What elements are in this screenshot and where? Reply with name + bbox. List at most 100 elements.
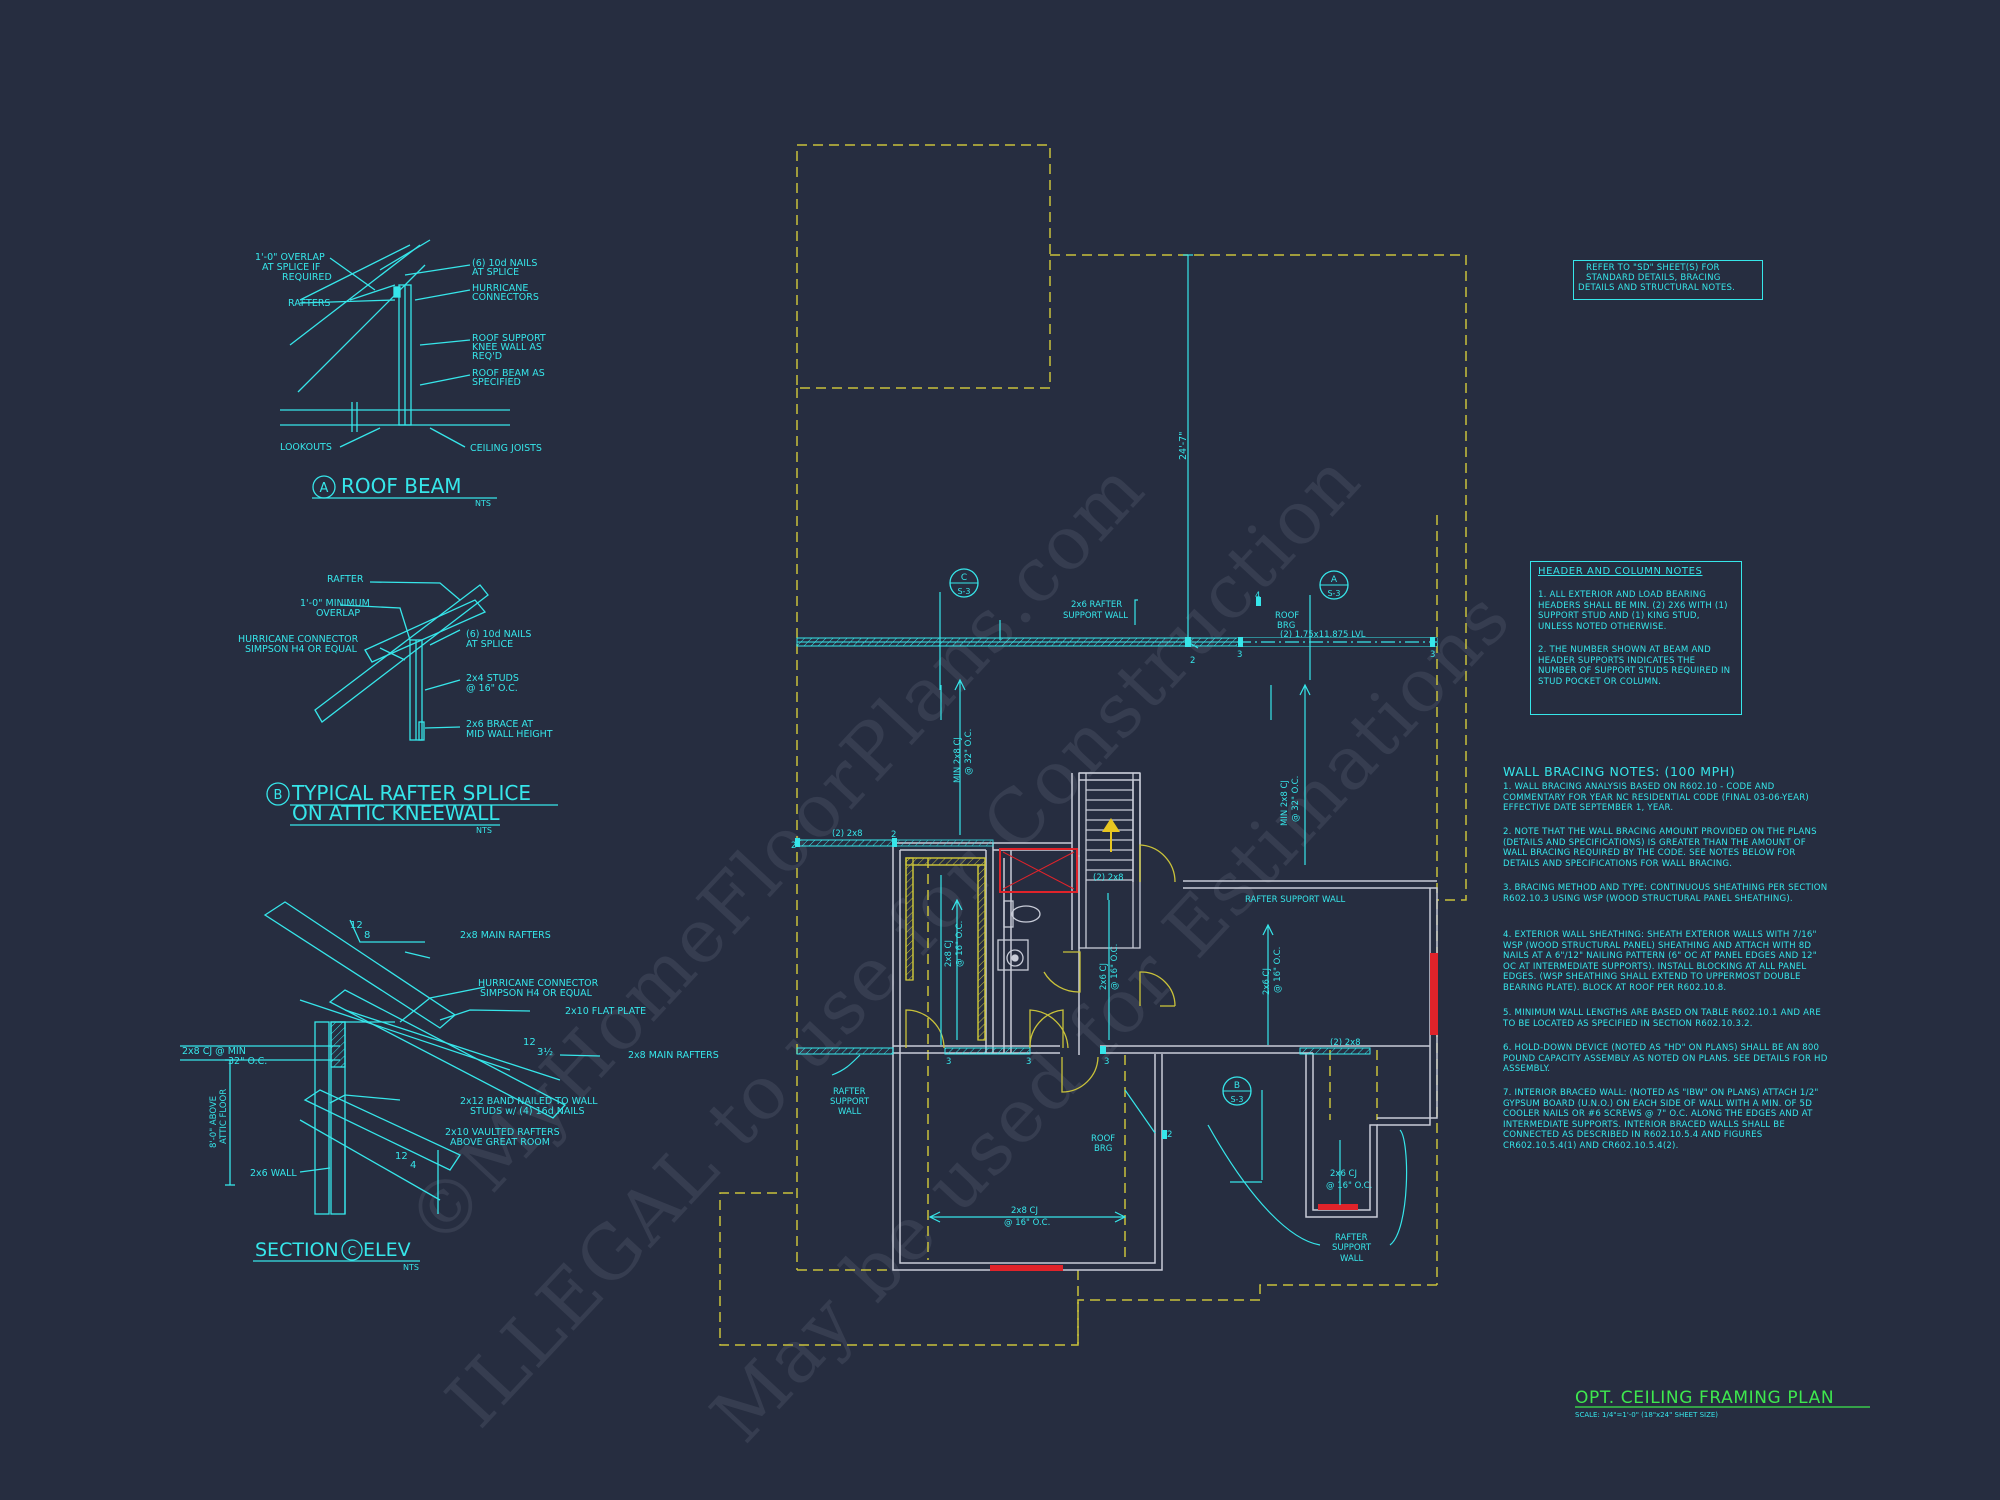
- label-nails-2: AT SPLICE: [472, 267, 519, 278]
- bracing-notes-title: WALL BRACING NOTES: (100 MPH): [1503, 764, 1736, 779]
- rafter-support-left-3: WALL: [838, 1107, 861, 1117]
- shower-icon: [999, 848, 1078, 893]
- label-c-cj-2: 32" O.C.: [228, 1056, 267, 1067]
- detail-b-title: B TYPICAL RAFTER SPLICE ON ATTIC KNEEWAL…: [266, 781, 558, 835]
- label-b-studs-2: @ 16" O.C.: [466, 683, 518, 694]
- cj-bottom-1: 2x8 CJ: [1011, 1206, 1038, 1216]
- cj-mid-2: @ 16" O.C.: [1273, 947, 1283, 993]
- hold-downs: [990, 953, 1438, 1271]
- cj-stair-2: @ 16" O.C.: [1110, 944, 1120, 990]
- label-ceiling-joists: CEILING JOISTS: [470, 443, 542, 454]
- label-beam-1: ROOF BEAM AS: [472, 368, 545, 379]
- callout-a: A S-3: [1309, 570, 1349, 680]
- cj-min-right-2: @ 32" O.C.: [1291, 776, 1301, 822]
- label-b-overlap-2: OVERLAP: [316, 608, 360, 619]
- roof-brg-2: BRG: [1277, 621, 1295, 631]
- bracing-note-4: 4. EXTERIOR WALL SHEATHING: SHEATH EXTER…: [1503, 930, 1817, 993]
- label-c-pitch-low-2: 4: [410, 1160, 416, 1171]
- callout-a-letter: A: [1331, 575, 1338, 585]
- label-b-brace-1: 2x6 BRACE AT: [466, 719, 533, 730]
- stair-arrow-icon: [1102, 818, 1120, 852]
- doors: [905, 844, 1176, 1093]
- detail-c-scale: NTS: [403, 1263, 419, 1272]
- refer-note-3: DETAILS AND STRUCTURAL NOTES.: [1578, 283, 1736, 293]
- label-c-hurricane-2: SIMPSON H4 OR EQUAL: [480, 988, 593, 999]
- label-c-above-2: ATTIC FLOOR: [219, 1089, 229, 1144]
- beam-label-2: SUPPORT WALL: [1063, 611, 1128, 621]
- detail-c-section: [180, 901, 601, 1215]
- label-c-pitch-low-1: 12: [395, 1151, 408, 1162]
- headers: [796, 839, 1371, 1055]
- label-overlap-3: REQUIRED: [282, 272, 332, 283]
- plan-labels: 24'-7" 2x6 RAFTER SUPPORT WALL (2) 1.75x…: [791, 431, 1435, 1264]
- label-lookouts: LOOKOUTS: [280, 442, 332, 453]
- sink-icon: [997, 939, 1029, 971]
- bracing-note-7: 7. INTERIOR BRACED WALL: (NOTED AS "IBW"…: [1503, 1088, 1819, 1151]
- header-left: (2) 2x8: [832, 829, 863, 839]
- rafter-support-bottom-1: RAFTER: [1335, 1233, 1368, 1243]
- callout-b-letter: B: [1234, 1081, 1240, 1091]
- cj-min-left-2: @ 32" O.C.: [964, 729, 974, 775]
- roof-outline-dashed: [719, 144, 1467, 1346]
- cj-bottom-2: @ 16" O.C.: [1004, 1218, 1050, 1228]
- walls: [892, 772, 1438, 1271]
- label-b-studs-1: 2x4 STUDS: [466, 673, 519, 684]
- label-knee-2: KNEE WALL AS: [472, 342, 542, 353]
- stud-count-8: 2: [1167, 1130, 1172, 1140]
- label-c-main-rafters-top: 2x8 MAIN RAFTERS: [460, 930, 551, 941]
- label-b-nails-2: AT SPLICE: [466, 639, 513, 650]
- label-b-nails-1: (6) 10d NAILS: [466, 629, 531, 640]
- label-c-wall: 2x6 WALL: [250, 1168, 297, 1179]
- cj-min-right-1: MIN 2x8 CJ: [1280, 780, 1290, 826]
- stud-count-9: 2: [791, 841, 796, 851]
- label-c-vaulted-1: 2x10 VAULTED RAFTERS: [445, 1127, 560, 1138]
- cj-closet-1: 2x8 CJ: [944, 940, 954, 967]
- detail-a-title-text: ROOF BEAM: [341, 474, 462, 498]
- label-c-pitch-mid-2: 3½: [537, 1046, 553, 1058]
- label-hurricane-2: CONNECTORS: [472, 292, 539, 303]
- label-overlap-2: AT SPLICE IF: [262, 262, 320, 273]
- detail-b-title-line2: ON ATTIC KNEEWALL: [292, 801, 500, 825]
- label-b-brace-2: MID WALL HEIGHT: [466, 729, 553, 740]
- rafter-support-wall: RAFTER SUPPORT WALL: [1245, 895, 1346, 905]
- detail-b-title-line1: TYPICAL RAFTER SPLICE: [291, 781, 531, 805]
- label-knee-3: REQ'D: [472, 351, 502, 362]
- cj-bay-1: 2x6 CJ: [1330, 1169, 1357, 1179]
- bracing-note-2: 2. NOTE THAT THE WALL BRACING AMOUNT PRO…: [1503, 827, 1817, 869]
- label-c-above-1: 8'-0" ABOVE: [209, 1096, 219, 1148]
- callout-b: B S-3: [1222, 1076, 1252, 1106]
- bracing-note-1: 1. WALL BRACING ANALYSIS BASED ON R602.1…: [1503, 782, 1809, 814]
- header-right: (2) 2x8: [1330, 1038, 1361, 1048]
- stud-count-7: 3: [1104, 1057, 1109, 1067]
- plan-scale: SCALE: 1/4"=1'-0" (18"x24" SHEET SIZE): [1575, 1411, 1718, 1419]
- bracing-note-5: 5. MINIMUM WALL LENGTHS ARE BASED ON TAB…: [1503, 1008, 1821, 1029]
- rafter-support-bottom-2: SUPPORT: [1332, 1243, 1372, 1253]
- header-notes-box: [1530, 561, 1742, 715]
- label-hurricane-1: HURRICANE: [472, 283, 528, 294]
- cj-bay-2: @ 16" O.C.: [1326, 1181, 1372, 1191]
- label-nails-1: (6) 10d NAILS: [472, 258, 537, 269]
- label-b-hurricane-2: SIMPSON H4 OR EQUAL: [245, 644, 358, 655]
- cj-min-left-1: MIN 2x8 CJ: [953, 737, 963, 783]
- header-note-2: 2. THE NUMBER SHOWN AT BEAM AND HEADER S…: [1538, 645, 1731, 687]
- closet-shelf: [905, 857, 986, 1041]
- label-c-pitch-top-2: 8: [364, 930, 370, 941]
- detail-a-title: A ROOF BEAM NTS: [312, 474, 497, 508]
- label-c-pitch-mid-1: 12: [523, 1037, 536, 1048]
- stud-count-1: 4: [1255, 591, 1260, 601]
- label-knee-1: ROOF SUPPORT: [472, 333, 546, 344]
- label-b-overlap-1: 1'-0" MINIMUM: [300, 598, 370, 609]
- cj-mid-1: 2x6 CJ: [1262, 968, 1272, 995]
- callout-c-letter: C: [961, 573, 967, 583]
- detail-c-title-suffix: ELEV: [363, 1239, 411, 1261]
- detail-c-title-prefix: SECTION: [255, 1239, 339, 1261]
- label-b-rafter: RAFTER: [327, 574, 364, 585]
- label-c-main-rafters-right: 2x8 MAIN RAFTERS: [628, 1050, 719, 1061]
- refer-note-1: REFER TO "SD" SHEET(S) FOR: [1586, 263, 1720, 273]
- detail-b-bubble: B: [274, 788, 283, 803]
- label-c-hurricane-1: HURRICANE CONNECTOR: [478, 978, 599, 989]
- detail-b-rafter-splice: [314, 581, 489, 741]
- callout-a-sheet: S-3: [1327, 589, 1340, 598]
- header-note-1: 1. ALL EXTERIOR AND LOAD BEARING HEADERS…: [1538, 590, 1728, 632]
